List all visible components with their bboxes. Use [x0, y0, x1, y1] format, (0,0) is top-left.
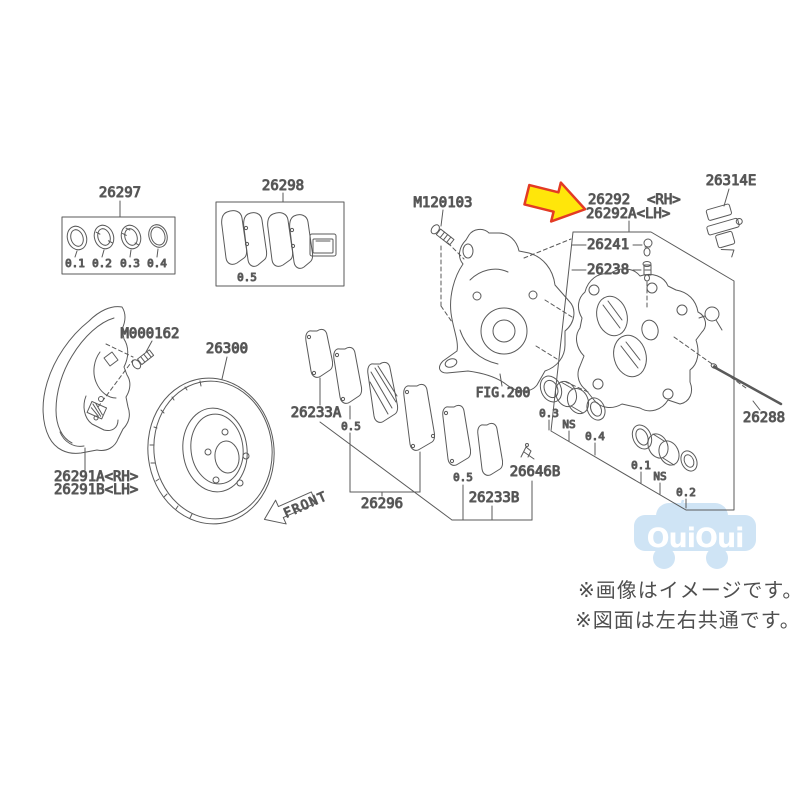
pad-spring-label: 26646B [510, 464, 561, 480]
front-arrow-icon [263, 491, 317, 525]
knuckle-fig-label: FIG.200 [476, 386, 531, 401]
front-direction [263, 491, 317, 525]
outer-shim-1 [305, 328, 334, 378]
pad-kit-label: 26298 [262, 178, 304, 194]
grease-packet [309, 233, 337, 257]
piston-seal-set-lower [631, 424, 698, 509]
brake-pad-2 [403, 383, 436, 451]
union-screw [704, 306, 720, 322]
pad-kit-box [215, 192, 345, 287]
seal-kit-box [61, 200, 176, 275]
seal-ns-label-2: NS [653, 470, 666, 483]
outer-shim-2 [333, 346, 363, 404]
pad-spring-part [520, 443, 535, 460]
shield-lh-label: 26291B<LH> [54, 482, 138, 498]
steering-knuckle [439, 228, 575, 392]
caliper-rh-label: 26292 <RH> [588, 192, 681, 208]
bolt-left-label: M000162 [120, 326, 179, 342]
seal-ns-label-1: NS [562, 418, 575, 431]
brake-pad-1 [367, 361, 399, 423]
watermark-wheel-right [706, 547, 728, 569]
pad-kit-qty-label: 0.5 [237, 271, 257, 284]
bolt-m120103 [430, 209, 465, 323]
piston-seal-set-upper [539, 375, 606, 456]
watermark-text: OuiOui [647, 523, 744, 554]
ring-size-label-1: 0.1 [65, 257, 85, 270]
caliper-callout-box [550, 231, 735, 511]
inner-shim-2 [477, 422, 504, 476]
bleeder-label: 26238 [587, 262, 629, 278]
caliper-lh-label: 26292A<LH> [586, 206, 670, 222]
lock-pin-label: 26241 [587, 237, 629, 253]
guide-pin-label: 26288 [743, 410, 785, 426]
inner-shim-qty-label: 0.5 [453, 471, 473, 484]
watermark-wheel-left [653, 547, 675, 569]
pad-set-label: 26296 [361, 496, 403, 512]
ring-size-label-3: 0.3 [120, 257, 140, 270]
seal-size-03-label: 0.3 [539, 407, 559, 420]
inner-shim-label: 26233B [469, 490, 520, 506]
lock-pin-and-bleeder [571, 238, 653, 309]
guide-pin-part [673, 336, 783, 411]
watermark-car-body [634, 515, 756, 551]
seal-size-04-label: 0.4 [585, 430, 605, 443]
bleeder-screw-part [642, 261, 652, 282]
brake-caliper [576, 268, 723, 412]
outer-shim-label: 26233A [291, 405, 342, 421]
splash-shield [42, 306, 134, 471]
pad-clip-label: 26314E [706, 173, 757, 189]
seal-kit-label: 26297 [99, 185, 141, 201]
outer-shim-qty-label: 0.5 [341, 420, 361, 433]
note-line-1: ※画像はイメージです。 [578, 578, 801, 602]
pad-and-shim-row [305, 328, 535, 521]
inner-shim-1 [442, 404, 472, 466]
brake-rotor [147, 356, 275, 525]
seal-size-01-label: 0.1 [631, 459, 651, 472]
shield-rh-label: 26291A<RH> [54, 469, 138, 485]
note-line-2: ※図面は左右共通です。 [575, 608, 801, 632]
seal-size-02-label: 0.2 [676, 486, 696, 499]
lock-pin-part [643, 238, 653, 257]
bolt-top-label: M120103 [413, 195, 472, 211]
pad-clip-part [705, 188, 743, 258]
highlight-arrow [523, 181, 587, 223]
ring-size-label-4: 0.4 [147, 257, 167, 270]
bolt-m000162 [131, 340, 155, 370]
ring-size-label-2: 0.2 [92, 257, 112, 270]
rotor-label: 26300 [206, 341, 248, 357]
